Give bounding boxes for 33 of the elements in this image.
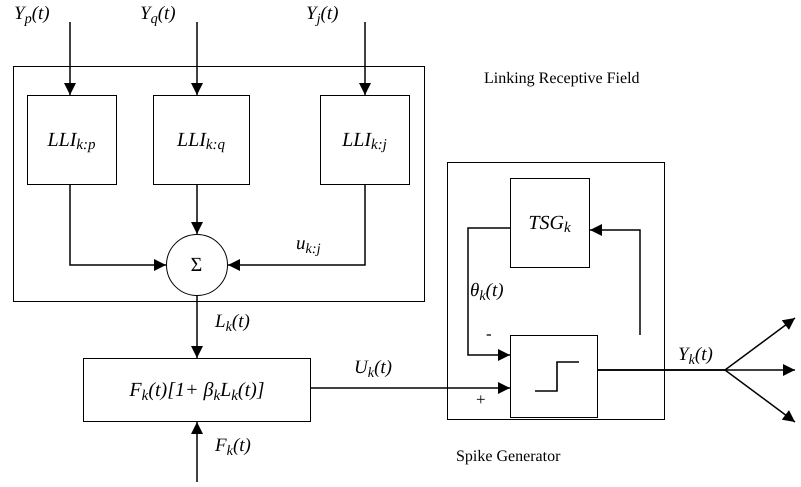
signal-label: θ$_{k}$(t) xyxy=(470,281,504,300)
block-label: LLI$_{k:p}$ xyxy=(47,128,96,154)
block-box xyxy=(83,358,311,422)
block-box xyxy=(26,94,116,184)
arrow xyxy=(590,224,641,335)
block-box xyxy=(152,94,250,184)
sign-label: - xyxy=(486,325,492,342)
signal-label: F$_{k}$(t) xyxy=(215,436,251,455)
arrow xyxy=(191,185,203,234)
block-label: Σ xyxy=(190,252,202,278)
arrow xyxy=(598,369,796,423)
arrow xyxy=(191,422,203,482)
signal-label: L$_{k}$(t) xyxy=(215,312,250,331)
block-label: F$_{k}$(t)[1+ β$_{k}$L$_{k}$(t)] xyxy=(129,378,265,405)
arrow xyxy=(311,382,510,394)
arrow xyxy=(467,227,510,361)
arrow xyxy=(191,22,203,95)
block-label: LLI$_{k:j}$ xyxy=(342,128,387,154)
block-label: LLI$_{k:q}$ xyxy=(176,128,226,154)
block-label: TSG$_{k}$ xyxy=(528,210,571,238)
arrow xyxy=(359,22,371,95)
group-title: Spike Generator xyxy=(456,447,560,467)
sign-label: + xyxy=(476,391,486,408)
arrow xyxy=(191,296,203,358)
threshold-step-box xyxy=(510,334,598,418)
arrow xyxy=(64,22,76,95)
block-box xyxy=(510,178,590,268)
signal-label: U$_{k}$(t) xyxy=(354,358,392,377)
arrow xyxy=(69,185,166,271)
signal-label: Y$_{k}$(t) xyxy=(678,345,713,364)
group-title: Linking Receptive Field xyxy=(484,69,640,89)
arrow xyxy=(228,185,366,271)
block-box xyxy=(320,94,410,184)
